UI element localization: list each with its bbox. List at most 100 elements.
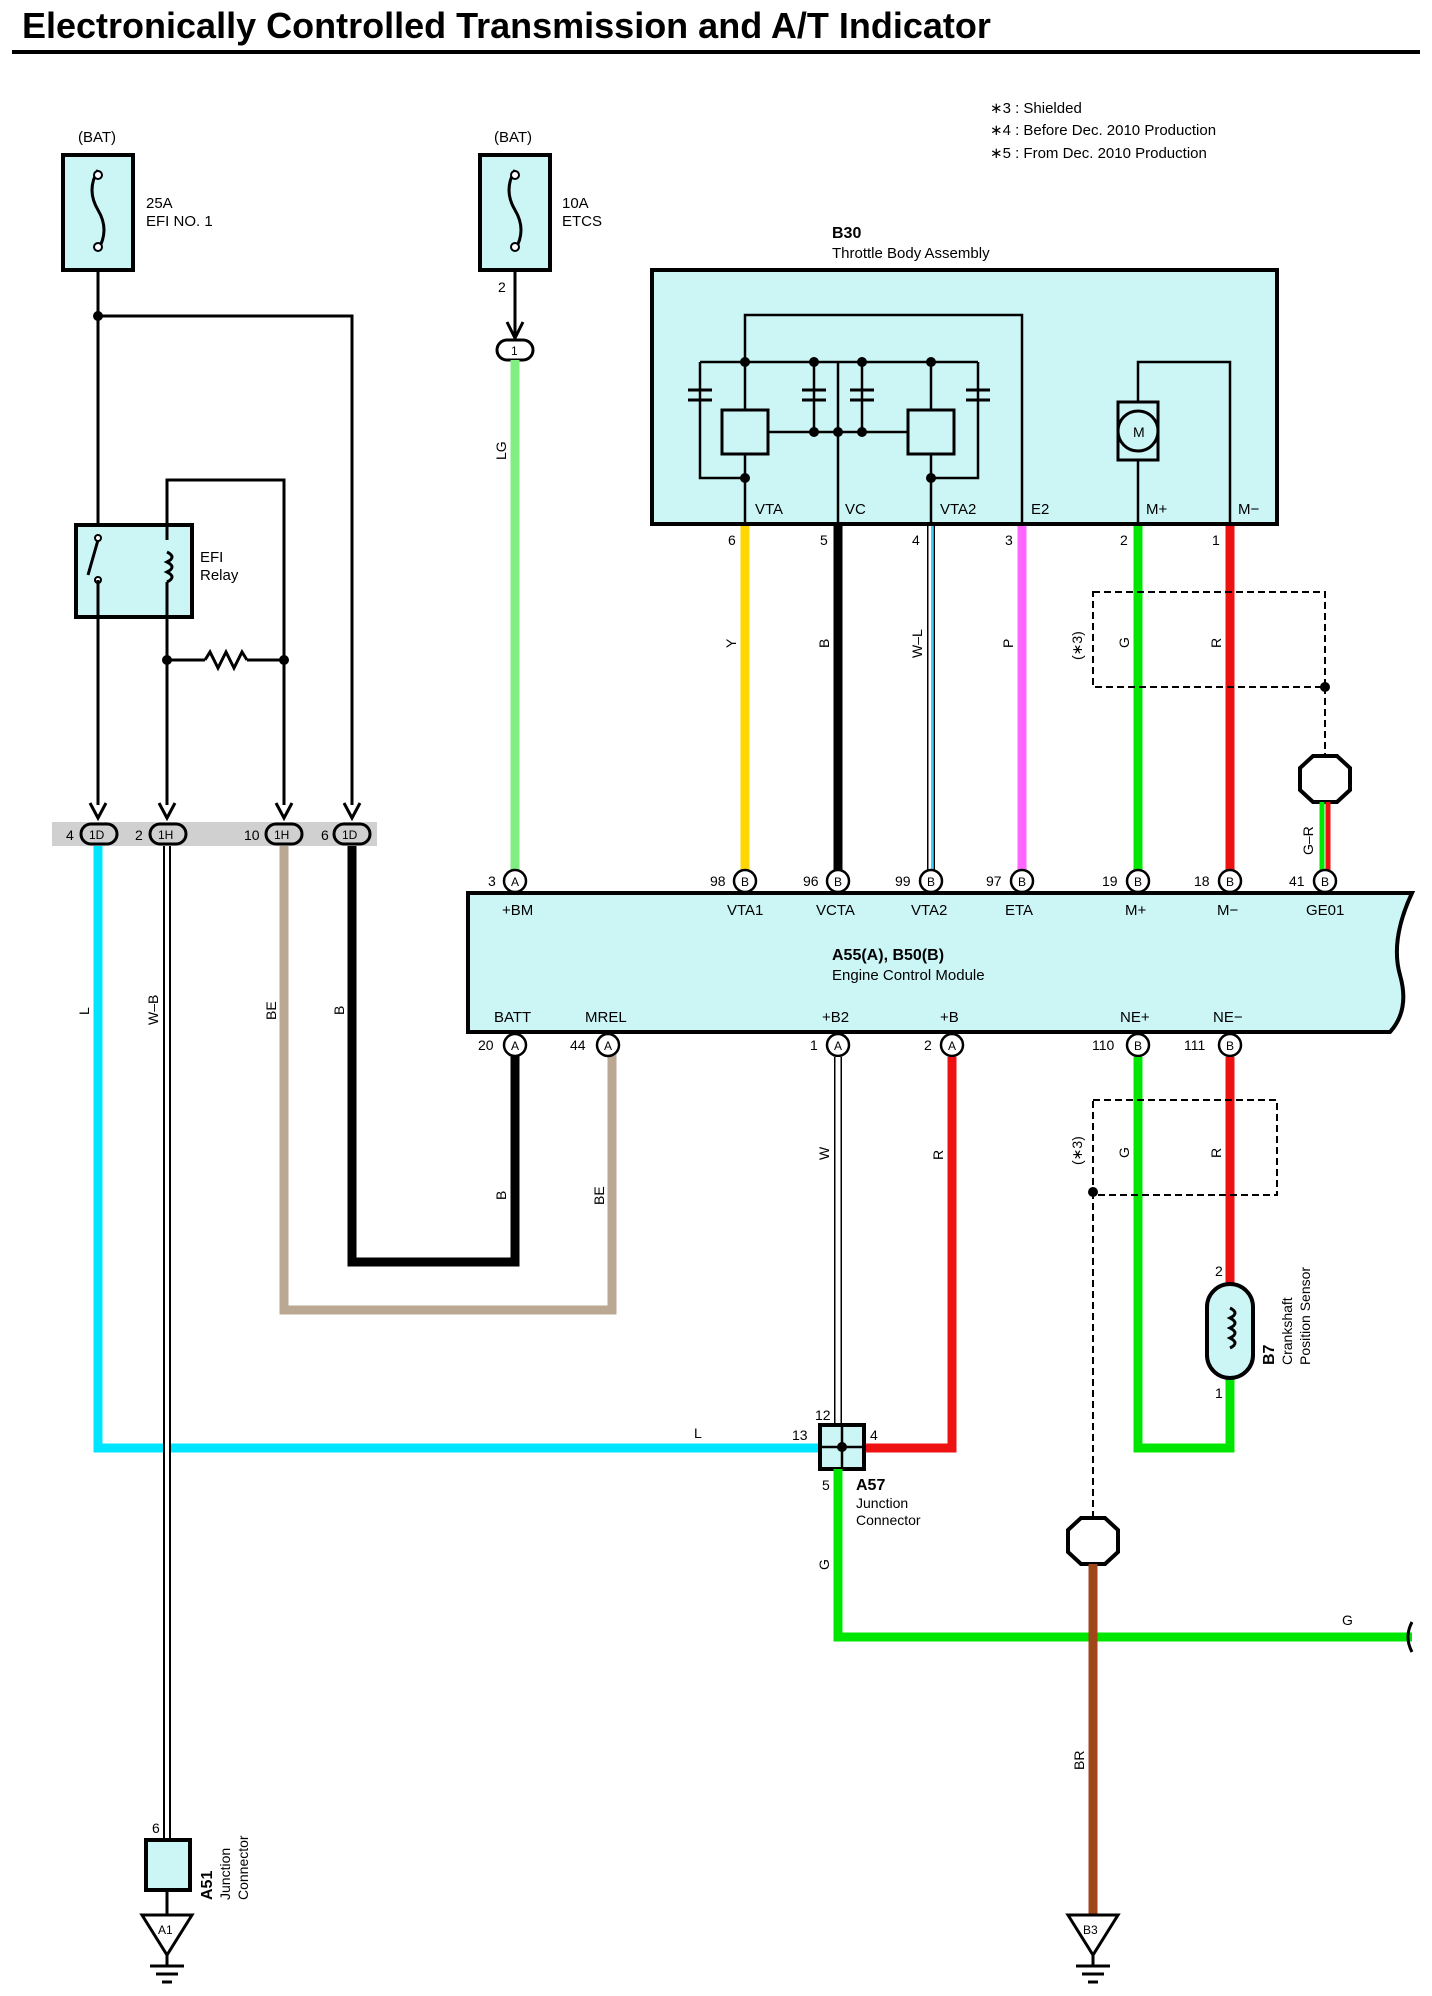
efi-relay-box: [74, 523, 194, 619]
fuse1-rating: 25A: [146, 195, 173, 212]
ecm-bot-conn-5: B: [1226, 1039, 1234, 1053]
capacitor-icons: [688, 388, 990, 402]
wire-label-ne-r: R: [1208, 1148, 1224, 1158]
throttle-code: B30: [832, 225, 861, 242]
ecm-bot-num-2: 1: [810, 1037, 818, 1053]
wire-label-r: R: [930, 1150, 946, 1160]
ground-a1-triangle: [139, 1913, 195, 1958]
wire-label-b: B: [331, 1006, 347, 1015]
rc-box-1: [148, 822, 188, 846]
resistor-icon: [203, 648, 249, 672]
wire-label-batt-b: B: [493, 1191, 509, 1200]
wire-label-mrel-be: BE: [591, 1186, 607, 1205]
fuse2-terminal-top: [510, 170, 520, 180]
a51-code: A51: [199, 1871, 216, 1900]
ecm-bot-num-3: 2: [924, 1037, 932, 1053]
rc-box-2: [264, 822, 304, 846]
tb-term-e2: E2: [1031, 501, 1049, 518]
crank-coil-icon: [1226, 1306, 1237, 1350]
tb-pin-2: 2: [1120, 532, 1128, 548]
wire-label-wb: W–B: [145, 995, 161, 1025]
wire-label-gr: G–R: [1300, 826, 1316, 855]
ecm-top-num-6: 18: [1194, 873, 1210, 889]
note-from-2010: ∗5 : From Dec. 2010 Production: [990, 145, 1207, 162]
relay-connector-arrows: [88, 802, 362, 822]
relay-switch-blade: [86, 539, 100, 576]
wire-be: [279, 846, 617, 1315]
ecm-bot-num-4: 110: [1092, 1037, 1115, 1053]
crank-code: B7: [1261, 1344, 1278, 1365]
ecm-top-num-1: 98: [710, 873, 726, 889]
ecm-top-term-7: GE01: [1306, 902, 1344, 919]
throttle-box: [650, 268, 1279, 526]
wire-label-b-vc: B: [816, 639, 832, 648]
ecm-bot-conn-0: A: [511, 1039, 519, 1053]
a57-code: A57: [856, 1477, 885, 1494]
ecm-bot-pin-2: [825, 1032, 851, 1058]
wire-label-br: BR: [1071, 1751, 1087, 1770]
ecm-top-conn-3: B: [927, 875, 935, 889]
a57-name1: Junction: [856, 1495, 908, 1511]
ecm-bot-term-1: MREL: [585, 1009, 627, 1026]
tb-pin-3: 3: [1005, 532, 1013, 548]
ecm-top-conn-2: B: [834, 875, 842, 889]
a57-pin-5: 5: [822, 1477, 830, 1493]
a57-name2: Connector: [856, 1512, 921, 1528]
ecm-top-num-4: 97: [986, 873, 1002, 889]
ecm-bot-conn-4: B: [1134, 1039, 1142, 1053]
fuse2-source: (BAT): [494, 129, 532, 146]
rc-box-0: [79, 822, 119, 846]
shield-bottom: [1092, 1099, 1278, 1196]
sensor-element-2: [906, 408, 956, 456]
relay-name1: EFI: [200, 549, 223, 566]
note-before-2010: ∗4 : Before Dec. 2010 Production: [990, 122, 1216, 139]
ecm-top-pin-3: [918, 868, 944, 894]
wire-b: [347, 846, 520, 1267]
ecm-bot-pin-5: [1217, 1032, 1243, 1058]
ecm-top-term-4: ETA: [1005, 902, 1033, 919]
ecm-bot-conn-3: A: [948, 1039, 956, 1053]
rc-code-0: 1D: [89, 828, 105, 842]
fuse2-name: ETCS: [562, 213, 602, 230]
tb-term-vta: VTA: [755, 501, 783, 518]
ecm-bot-num-0: 20: [478, 1037, 494, 1053]
relay-connectors: 4 1D 2 1H 10 1H 6 1D: [66, 822, 372, 846]
ecm-top-pin-0: [502, 868, 528, 894]
ecm-bot-pin-4: [1125, 1032, 1151, 1058]
wire-label-y: Y: [723, 638, 739, 648]
rc-num-0: 4: [66, 827, 74, 843]
ground-a1-label: A1: [158, 1923, 173, 1937]
ecm-top-term-6: M−: [1217, 902, 1238, 919]
wire-r-b: [856, 1057, 957, 1453]
tb-term-mminus: M−: [1238, 501, 1259, 518]
wire-label-jc-g: G: [816, 1559, 832, 1570]
ecm-top-num-0: 3: [488, 873, 496, 889]
ecm-top-conn-0: A: [511, 875, 519, 889]
tb-pin-5: 5: [820, 532, 828, 548]
motor-label: M: [1133, 424, 1145, 440]
ecm-bot-num-5: 111: [1184, 1037, 1205, 1053]
ecm-bot-term-4: NE+: [1120, 1009, 1150, 1026]
wire-label-lg: LG: [493, 441, 509, 460]
arrow-fuse2: [505, 321, 525, 342]
ecm-top-conn-7: B: [1321, 875, 1329, 889]
fuse1-name: EFI NO. 1: [146, 213, 213, 230]
sensor-element-1: [720, 408, 770, 456]
fuse2-fuse-icon: [507, 169, 523, 251]
tb-pin-4: 4: [912, 532, 920, 548]
ecm-top-num-3: 99: [895, 873, 911, 889]
a57-pin-13: 13: [792, 1427, 808, 1443]
note-shielded: ∗3 : Shielded: [990, 100, 1082, 117]
ecm-name: Engine Control Module: [832, 967, 985, 984]
tb-term-vc: VC: [845, 501, 866, 518]
etcs-connector-label: 1: [511, 344, 518, 358]
wire-label-l: L: [76, 1007, 92, 1015]
circuit-dots: [740, 357, 936, 483]
ecm-bot-term-2: +B2: [822, 1009, 849, 1026]
fuse1-fuse-icon: [90, 169, 106, 251]
wire-jc-g: [833, 1469, 1412, 1642]
wire-label-wl: W–L: [909, 629, 925, 658]
relay-name2: Relay: [200, 567, 239, 584]
tb-term-mplus: M+: [1146, 501, 1167, 518]
ecm-bot-pin-3: [939, 1032, 965, 1058]
